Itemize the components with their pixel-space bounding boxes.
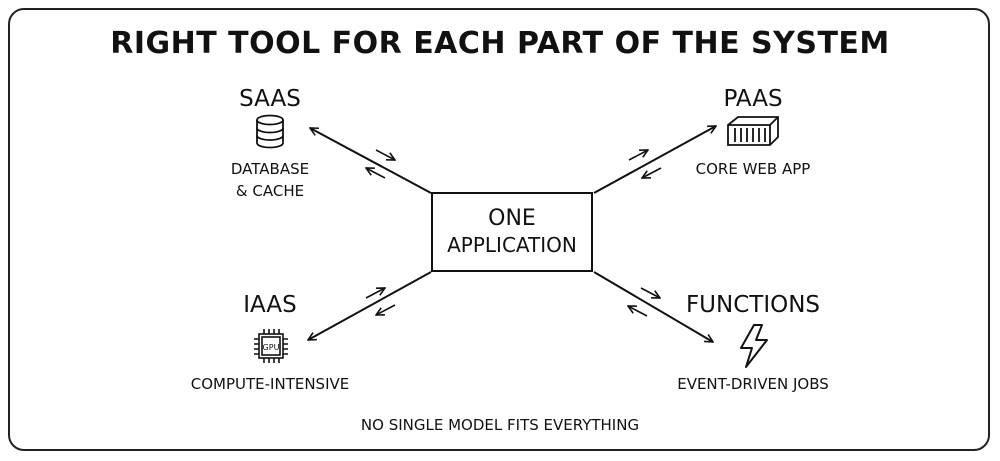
paas-description: CORE WEB APP bbox=[678, 158, 828, 180]
saas-description: DATABASE & CACHE bbox=[195, 158, 345, 202]
iaas-title: IAAS bbox=[243, 292, 297, 318]
center-node: ONE APPLICATION bbox=[431, 192, 593, 272]
functions-description: EVENT-DRIVEN JOBS bbox=[663, 373, 843, 395]
gpu-chip-icon: GPU bbox=[254, 329, 288, 363]
container-icon bbox=[727, 116, 779, 146]
saas-desc-line1: DATABASE bbox=[230, 160, 310, 178]
paas-title: PAAS bbox=[723, 86, 783, 112]
center-node-line2: APPLICATION bbox=[447, 233, 577, 257]
saas-desc-line2: & CACHE bbox=[235, 182, 305, 200]
connector-saas bbox=[310, 127, 432, 194]
paas-desc-line1: CORE WEB APP bbox=[695, 160, 811, 178]
center-node-line1: ONE bbox=[488, 206, 536, 231]
saas-title: SAAS bbox=[239, 86, 301, 112]
lightning-icon bbox=[740, 324, 768, 368]
flow-arrows-functions bbox=[628, 287, 660, 317]
connector-paas bbox=[593, 125, 716, 194]
connector-functions bbox=[593, 271, 713, 342]
database-icon bbox=[256, 114, 284, 149]
gpu-chip-label: GPU bbox=[263, 343, 280, 352]
iaas-desc-line1: COMPUTE-INTENSIVE bbox=[190, 375, 350, 393]
diagram-title: RIGHT TOOL FOR EACH PART OF THE SYSTEM bbox=[110, 26, 890, 61]
flow-arrows-iaas bbox=[365, 288, 396, 315]
diagram-frame bbox=[8, 8, 990, 451]
flow-arrows-saas bbox=[366, 149, 395, 179]
iaas-description: COMPUTE-INTENSIVE bbox=[180, 373, 360, 395]
flow-arrows-paas bbox=[628, 150, 662, 178]
functions-desc-line1: EVENT-DRIVEN JOBS bbox=[677, 375, 829, 393]
functions-title: FUNCTIONS bbox=[685, 292, 821, 318]
diagram-footer: NO SINGLE MODEL FITS EVERYTHING bbox=[360, 416, 640, 434]
connector-iaas bbox=[308, 271, 432, 341]
